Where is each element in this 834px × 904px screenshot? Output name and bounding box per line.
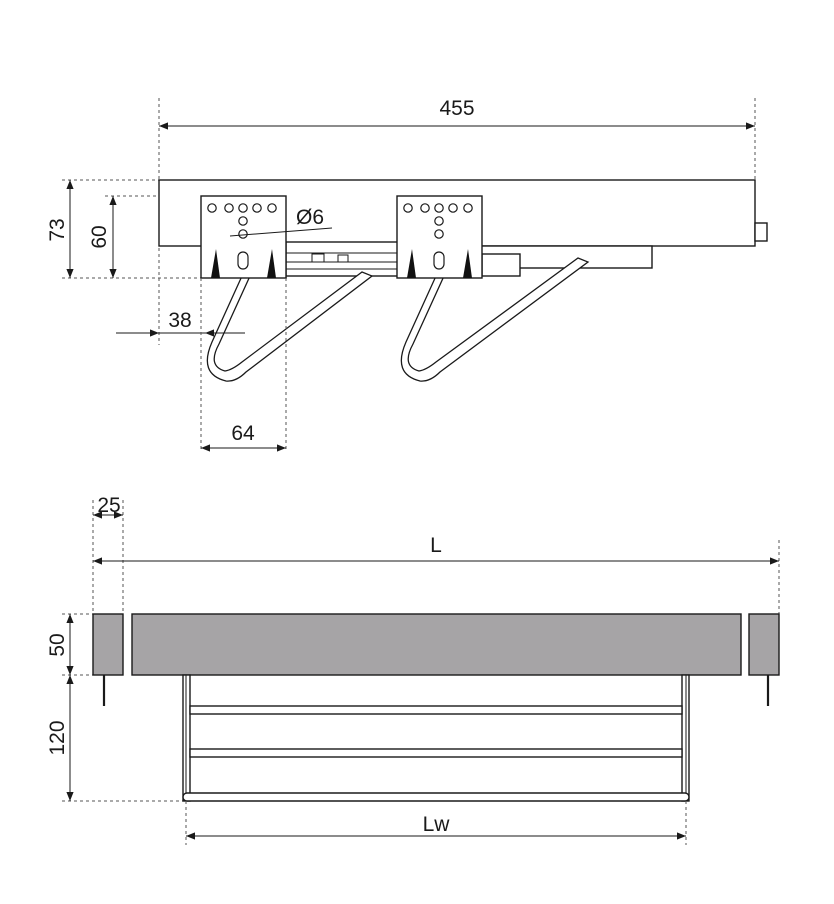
inner-rail (285, 241, 399, 277)
bracket-left (200, 195, 287, 279)
hanger-arm-right (400, 257, 590, 382)
hanger-bar-1 (189, 705, 683, 715)
main-rail (131, 613, 742, 676)
end-cap (754, 222, 768, 242)
rail-detail-2 (337, 254, 349, 263)
dimension-120-label: 120 (46, 720, 69, 755)
dimension-Lw-label: Lw (423, 813, 451, 836)
rail-detail-1 (311, 253, 325, 263)
bracket-right (396, 195, 483, 279)
dimension-455-label: 455 (439, 97, 474, 120)
slide-stop (481, 253, 521, 277)
hanger-arm-left (206, 271, 374, 382)
hanger-bar-2 (189, 748, 683, 758)
dimension-50-label: 50 (46, 633, 69, 656)
end-block-left (92, 613, 124, 676)
front-view: 25 L 50 120 Lw (46, 494, 780, 845)
hanger-bar-3 (182, 792, 690, 802)
end-block-right (748, 613, 780, 676)
dimension-25-label: 25 (97, 494, 120, 517)
dimension-73-label: 73 (46, 218, 69, 241)
dimension-64-label: 64 (231, 422, 255, 445)
hole-diameter-label: Ø6 (296, 206, 324, 229)
hole-leader-line (229, 227, 333, 237)
dimension-60-label: 60 (88, 225, 111, 248)
dimension-38-label: 38 (168, 309, 191, 332)
dimension-L-label: L (430, 534, 442, 557)
side-view: 455 73 60 (46, 97, 768, 452)
